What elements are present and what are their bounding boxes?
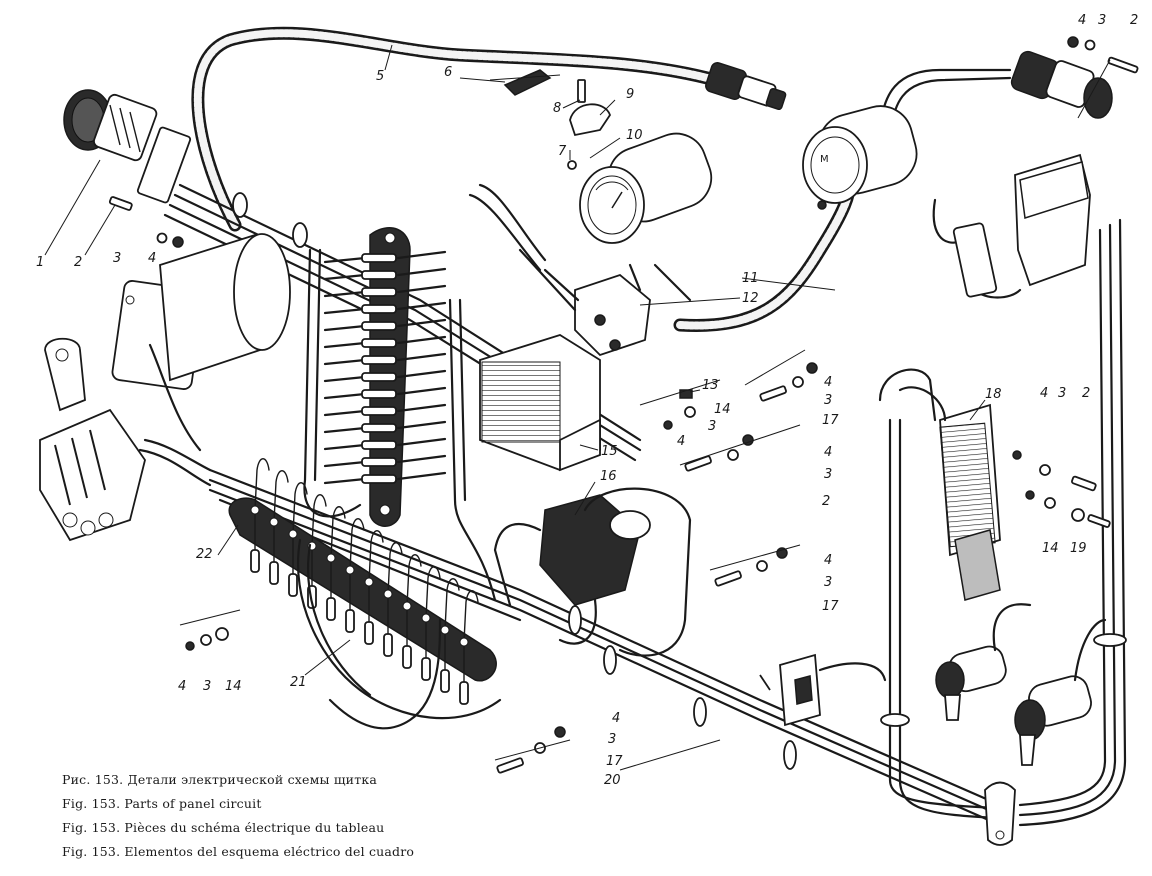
- callout-2c: 2: [1082, 386, 1090, 401]
- fuse-row: [323, 369, 447, 383]
- relay-box: [932, 153, 1091, 299]
- gauge-10: [579, 132, 713, 244]
- callout-16: 16: [600, 469, 617, 484]
- callout-14a: 14: [714, 402, 731, 417]
- fuse-row: [323, 318, 447, 332]
- callout-15: 15: [601, 444, 618, 459]
- fuse-holder-18: [898, 386, 1001, 601]
- callout-13: 13: [702, 378, 719, 393]
- callout-labels: 1 2 3 4 5 6 7 8 9 10 11 12 13 14 3 4 15 …: [36, 13, 1138, 788]
- strip-terminal: [459, 590, 479, 705]
- leader-lines: [44, 44, 1111, 771]
- ignition-switch-left: [935, 603, 1032, 721]
- connector-block-12: [468, 183, 692, 357]
- callout-3i: 3: [608, 732, 616, 747]
- callout-3c: 3: [824, 393, 832, 408]
- strip-terminal: [421, 566, 441, 681]
- fuse-row: [323, 386, 447, 400]
- callout-12: 12: [742, 291, 759, 306]
- callout-3b: 3: [708, 419, 716, 434]
- callout-19: 19: [1070, 541, 1087, 556]
- strip-terminal: [383, 542, 403, 657]
- strip-terminal: [364, 530, 384, 645]
- relay-16: [493, 487, 692, 657]
- callout-17b: 17: [822, 599, 839, 614]
- mounting-plate-lines: [179, 74, 806, 761]
- callout-1: 1: [36, 255, 44, 270]
- callout-4i: 4: [612, 711, 620, 726]
- fuse-row: [323, 420, 447, 434]
- svg-text:M: M: [820, 154, 829, 165]
- callout-7: 7: [558, 144, 567, 159]
- connector-top-right: [1010, 50, 1113, 119]
- fuse-row: [323, 352, 447, 366]
- caption-ru: Рис. 153. Детали электрической схемы щит…: [62, 772, 377, 787]
- callout-18: 18: [985, 387, 1002, 402]
- callout-17c: 17: [606, 754, 623, 769]
- callout-4b: 4: [677, 434, 685, 449]
- caption-es: Fig. 153. Elementos del esquema eléctric…: [62, 844, 415, 859]
- callout-6: 6: [444, 65, 452, 80]
- callout-4g: 4: [1078, 13, 1086, 28]
- toggle-switch: [759, 653, 887, 727]
- callout-4f: 4: [1040, 386, 1048, 401]
- rectifier-15: [479, 334, 601, 472]
- callout-8: 8: [553, 101, 561, 116]
- terminal-strip-22: [228, 458, 502, 730]
- callout-14b: 14: [1042, 541, 1059, 556]
- fuse-row: [323, 250, 447, 264]
- callout-17a: 17: [822, 413, 839, 428]
- callout-4c: 4: [824, 375, 832, 390]
- callout-3e: 3: [824, 575, 832, 590]
- switch-assembly: [39, 337, 212, 542]
- callout-4h: 4: [178, 679, 186, 694]
- strip-terminal: [345, 518, 365, 633]
- fuse-row: [323, 335, 447, 349]
- callout-3f: 3: [1058, 386, 1066, 401]
- callout-9: 9: [626, 87, 634, 102]
- strip-terminal: [402, 554, 422, 669]
- loose-hardware: [108, 36, 1139, 774]
- ignition-switch-right: [1014, 618, 1107, 766]
- fuse-row: [323, 267, 447, 281]
- callout-4: 4: [148, 251, 156, 266]
- strip-terminal: [250, 458, 270, 573]
- callout-2d: 2: [1130, 13, 1138, 28]
- gauge-head-11: M: [802, 105, 918, 210]
- callout-3: 3: [113, 251, 121, 266]
- strip-terminal: [288, 482, 308, 597]
- callout-3g: 3: [1098, 13, 1106, 28]
- multi-pin-connector-1: [63, 89, 192, 204]
- fuse-row: [323, 403, 447, 417]
- fuse-row: [323, 471, 447, 485]
- fuse-row: [323, 437, 447, 451]
- callout-2b: 2: [822, 494, 830, 509]
- strip-terminal: [269, 470, 289, 585]
- callout-4d: 4: [824, 445, 832, 460]
- motor-unit: [111, 233, 291, 390]
- callout-11: 11: [742, 271, 759, 286]
- callout-10: 10: [626, 128, 643, 143]
- caption-en: Fig. 153. Parts of panel circuit: [62, 796, 262, 811]
- caption-fr: Fig. 153. Pièces du schéma électrique du…: [62, 820, 385, 835]
- callout-3h: 3: [203, 679, 211, 694]
- right-harness: [878, 68, 1127, 846]
- fuse-row: [323, 454, 447, 468]
- strip-terminal: [326, 506, 346, 621]
- callout-3d: 3: [824, 467, 832, 482]
- braided-cable-5: [191, 26, 722, 232]
- callout-22: 22: [196, 547, 213, 562]
- callout-14c: 14: [225, 679, 242, 694]
- callout-4e: 4: [824, 553, 832, 568]
- fuse-row: [323, 301, 447, 315]
- callout-20: 20: [604, 773, 621, 788]
- callout-2: 2: [74, 255, 82, 270]
- terminal-block-center: [303, 227, 497, 602]
- plug-connector-top: [705, 61, 787, 111]
- fuse-row: [323, 284, 447, 298]
- callout-21: 21: [290, 675, 307, 690]
- callout-5: 5: [376, 69, 384, 84]
- strip-terminal: [440, 578, 460, 693]
